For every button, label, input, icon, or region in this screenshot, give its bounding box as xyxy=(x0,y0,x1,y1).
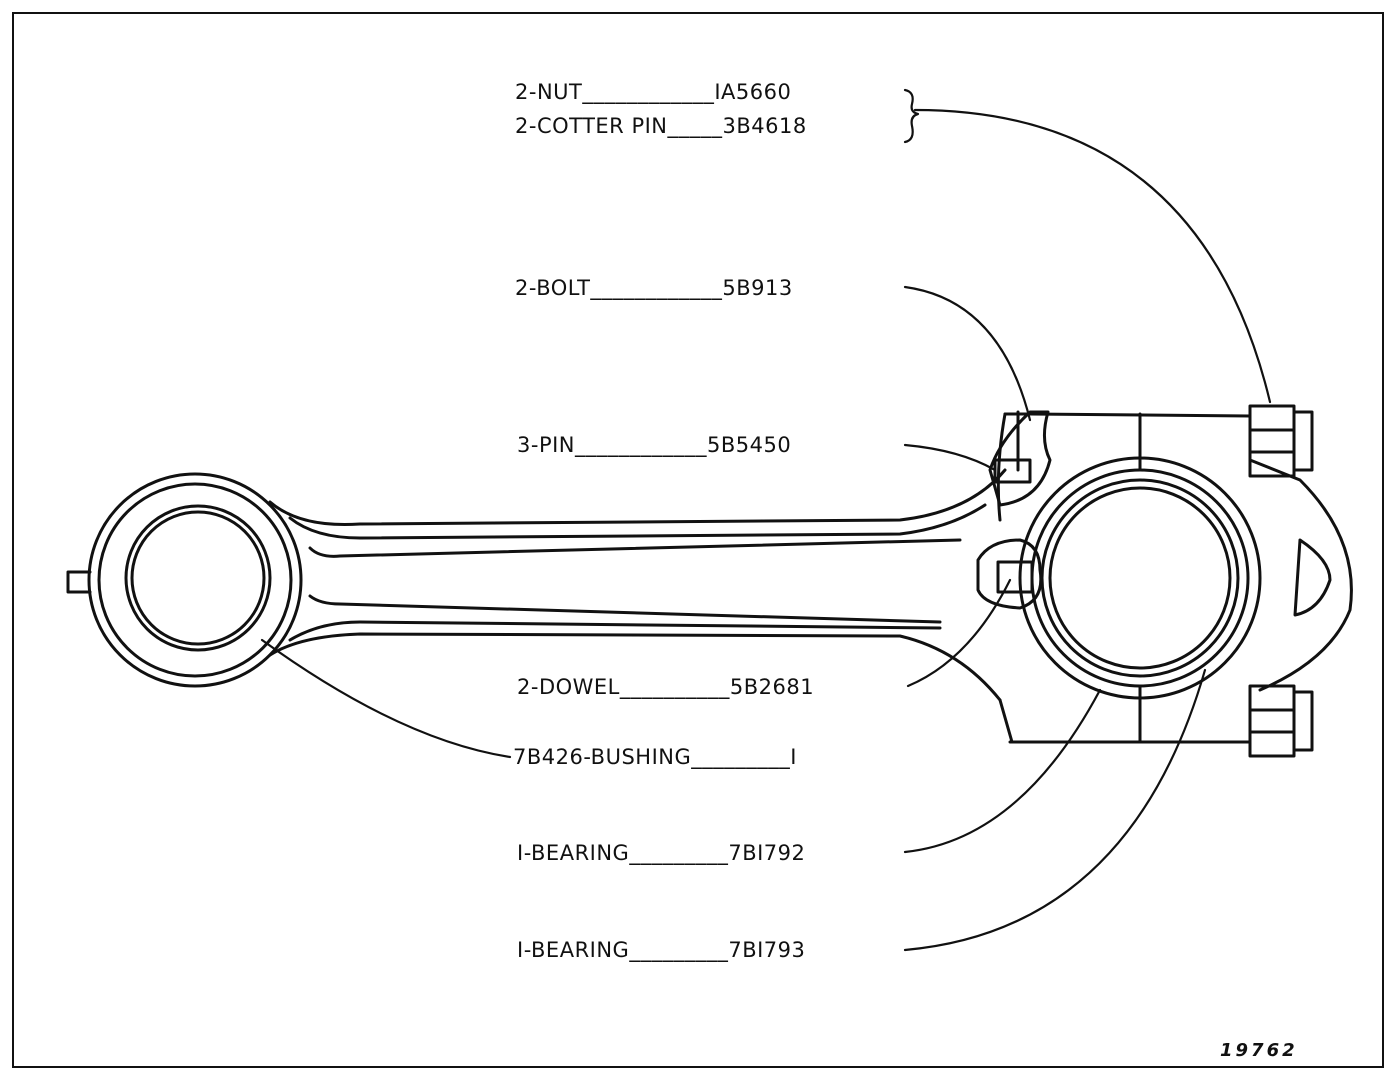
part-label-pin: 3-PIN____________5B5450 xyxy=(517,433,792,457)
leader-lines xyxy=(260,88,1272,952)
dowel-section xyxy=(976,538,1043,610)
upper-nut xyxy=(1248,404,1314,478)
rod-beam xyxy=(268,468,1007,702)
lower-nut xyxy=(1248,684,1314,758)
figure-number: 19762 xyxy=(1220,1040,1298,1061)
part-label-dowel: 2-DOWEL__________5B2681 xyxy=(517,675,815,699)
small-end xyxy=(66,472,303,688)
drawing-frame xyxy=(12,12,1384,1068)
part-label-bearing-1: I-BEARING_________7BI792 xyxy=(517,841,806,865)
part-label-bushing: 7B426-BUSHING_________I xyxy=(513,745,797,769)
part-label-cotter-pin: 2-COTTER PIN_____3B4618 xyxy=(515,114,807,138)
part-label-bolt: 2-BOLT____________5B913 xyxy=(515,276,793,300)
part-label-bearing-2: I-BEARING_________7BI793 xyxy=(517,938,806,962)
part-label-nut: 2-NUT____________IA5660 xyxy=(515,80,792,104)
pin-section xyxy=(988,410,1052,507)
